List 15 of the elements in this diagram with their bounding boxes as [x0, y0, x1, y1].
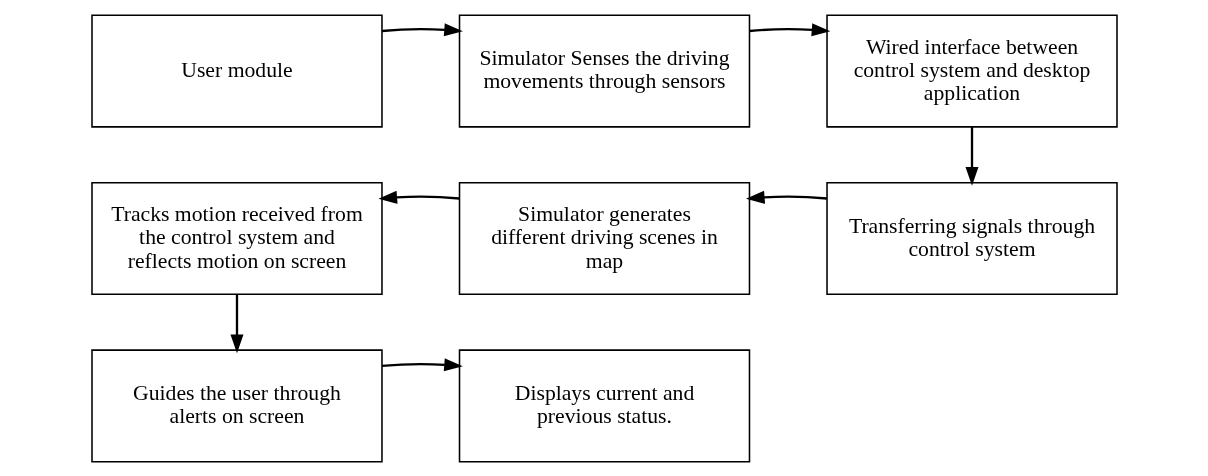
node-box: Wired interface between control system and desktop application [825, 13, 1118, 128]
node-box: Displays current and previous status. [458, 348, 750, 463]
node-box: User module [90, 13, 383, 128]
arrow [381, 357, 463, 371]
node-box: Transferring signals through control system [825, 181, 1118, 295]
arrow [748, 22, 830, 36]
arrow [229, 293, 243, 353]
arrow [745, 190, 827, 204]
arrow [381, 22, 463, 36]
arrow [377, 190, 459, 204]
arrow [965, 126, 979, 186]
node-box: Simulator Senses the driving movements through sensors [458, 13, 750, 128]
node-box: Tracks motion received from the control system and reflects motion on screen [90, 181, 383, 295]
node-box: Simulator generates different driving scenes in map [458, 181, 750, 295]
node-box: Guides the user through alerts on screen [90, 348, 383, 463]
